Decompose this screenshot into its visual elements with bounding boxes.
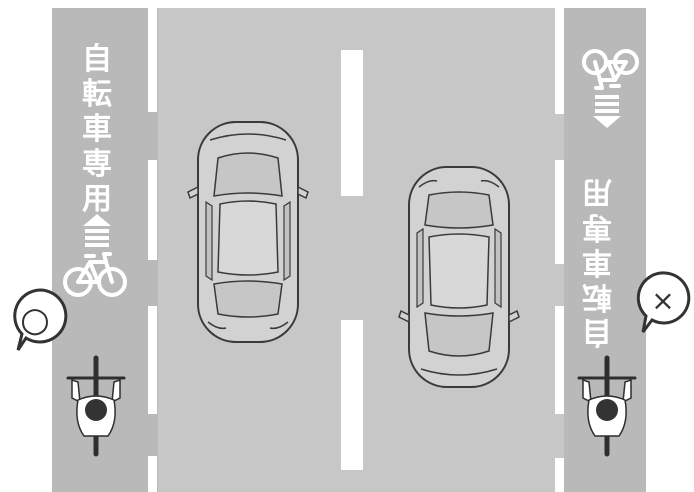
left-lane-marking-text: 自 転 車 専 用: [77, 42, 117, 217]
lane-char: 専: [77, 147, 117, 182]
lane-char: 自: [77, 42, 117, 77]
car-right-southbound: [399, 167, 519, 387]
lane-char: 専: [577, 209, 617, 244]
lane-char: 転: [77, 77, 117, 112]
incorrect-mark-icon: ×: [643, 281, 683, 321]
lane-char: 用: [77, 182, 117, 217]
correct-mark-icon: ○: [15, 300, 55, 340]
lane-char: 車: [77, 112, 117, 147]
lane-char: 用: [577, 174, 617, 209]
right-lane-marking-text: 自 転 車 専 用: [577, 174, 617, 349]
lane-char: 車: [577, 244, 617, 279]
car-left-northbound: [188, 122, 308, 342]
lane-char: 自: [577, 314, 617, 349]
lane-char: 転: [577, 279, 617, 314]
